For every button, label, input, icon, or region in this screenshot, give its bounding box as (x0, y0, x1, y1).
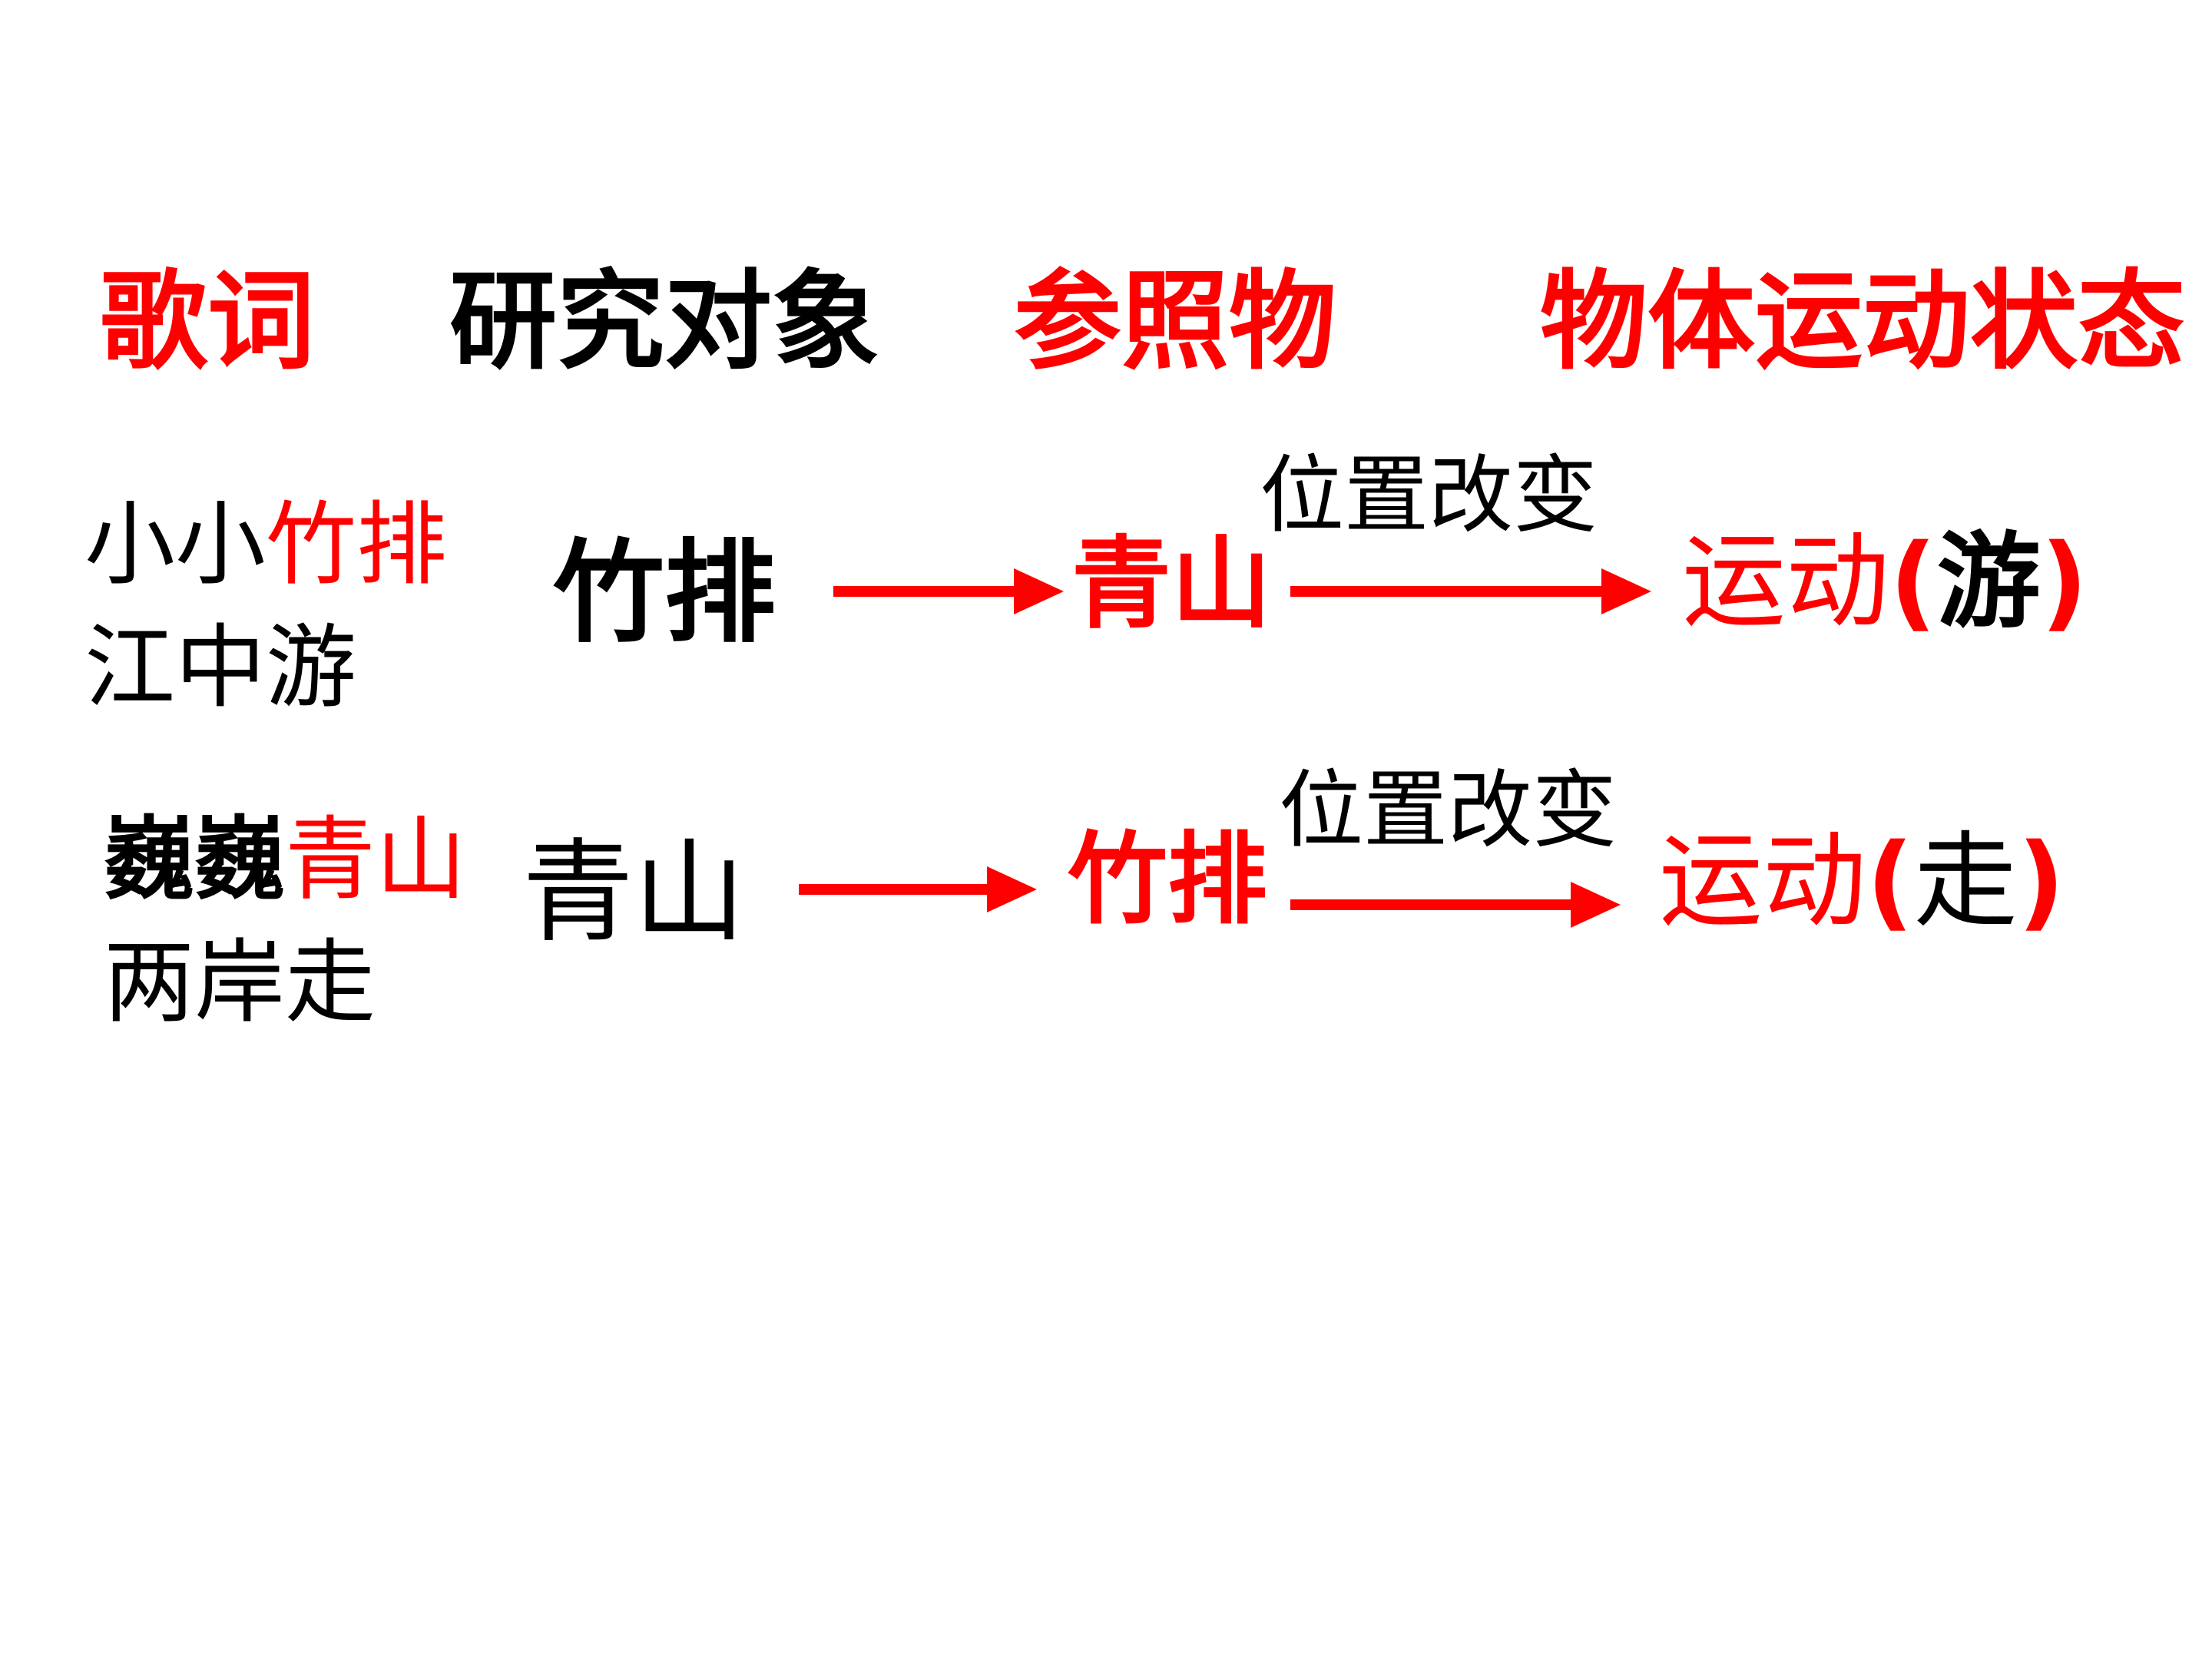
row1-lyric-line2: 江中游 (84, 614, 357, 720)
row2-lyric-line2: 两岸走 (104, 929, 376, 1035)
row2-lyric-line1: 巍巍青山 (104, 814, 466, 906)
row2-result-close: ) (2017, 821, 2065, 942)
row1-result-main: 运动 (1682, 522, 1889, 642)
row1-reference: 青山 (1071, 525, 1272, 642)
row2-arrow-caption: 位置改变 (1279, 761, 1617, 859)
row1-result: 运动(游) (1682, 530, 2088, 634)
row1-arrow-caption: 位置改变 (1260, 446, 1598, 545)
header-lyrics: 歌词 (100, 260, 316, 385)
header-object: 研究对象 (449, 260, 880, 385)
row2-lyric-highlight: 青山 (285, 806, 467, 912)
row2-object: 青山 (522, 828, 745, 958)
row2-reference: 竹排 (1068, 821, 1268, 938)
row2-lyric-plain: 巍巍 (104, 806, 286, 912)
row1-lyric-highlight: 竹排 (266, 492, 448, 598)
row1-arrow-reference-to-result (1290, 568, 1651, 614)
row2-arrow-reference-to-result (1290, 882, 1621, 928)
header-state: 物体运动状态 (1540, 260, 2186, 385)
row2-result-word: 走 (1913, 821, 2018, 942)
row1-result-open: ( (1889, 522, 1937, 642)
row2-result: 运动(走) (1659, 830, 2065, 933)
row1-lyric-plain: 小小 (84, 492, 267, 598)
row1-object: 竹排 (553, 528, 776, 658)
row1-arrow-object-to-reference (833, 568, 1064, 614)
row1-lyric-line1: 小小竹排 (84, 499, 447, 590)
row1-result-word: 游 (1936, 522, 2041, 642)
row2-result-open: ( (1866, 821, 1914, 942)
header-reference: 参照物 (1014, 260, 1337, 385)
row1-result-close: ) (2040, 522, 2088, 642)
row2-result-main: 运动 (1659, 821, 1866, 942)
row2-arrow-object-to-reference (799, 866, 1037, 912)
